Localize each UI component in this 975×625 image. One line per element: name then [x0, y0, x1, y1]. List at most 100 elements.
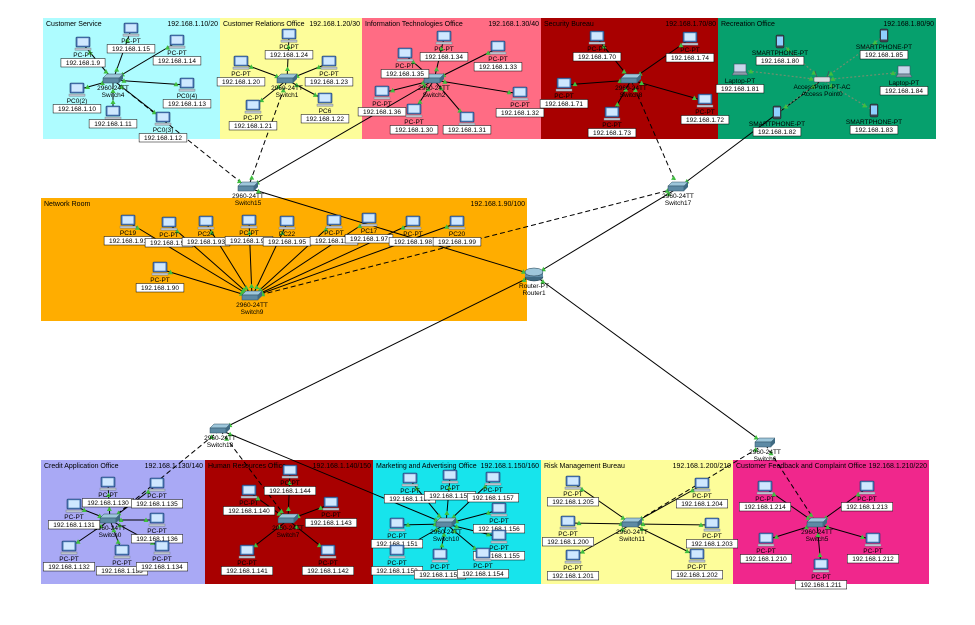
link-status-indicator: [785, 46, 791, 52]
screen-icon: [243, 216, 255, 224]
end-device[interactable]: 192.168.1.31: [442, 111, 492, 135]
ip-label-box: [841, 502, 893, 512]
end-device[interactable]: 192.168.1.11: [88, 105, 138, 129]
keyboard-icon: [404, 226, 422, 230]
ip-address-label: 192.168.1.80: [761, 58, 799, 65]
device-name-label: Switch0: [99, 532, 122, 539]
device-name-label: Switch17: [665, 200, 692, 207]
link-status-indicator: [236, 178, 242, 184]
end-device[interactable]: PC0(4)192.168.1.13: [162, 77, 212, 109]
ip-label-box: [221, 566, 273, 576]
ip-label-box: [419, 52, 469, 62]
end-device[interactable]: PC0(2)192.168.1.10: [52, 82, 102, 114]
end-device[interactable]: PC0(3)192.168.1.12: [138, 111, 188, 143]
keyboard-icon: [68, 93, 86, 97]
device-name-label: PC-PT: [59, 556, 79, 563]
link-status-indicator: [151, 109, 157, 115]
link-status-indicator: [275, 84, 281, 89]
link-status-indicator: [143, 517, 149, 522]
device-name-label: PC-PT: [440, 485, 460, 492]
device-name-label: PC-PT: [243, 115, 263, 122]
